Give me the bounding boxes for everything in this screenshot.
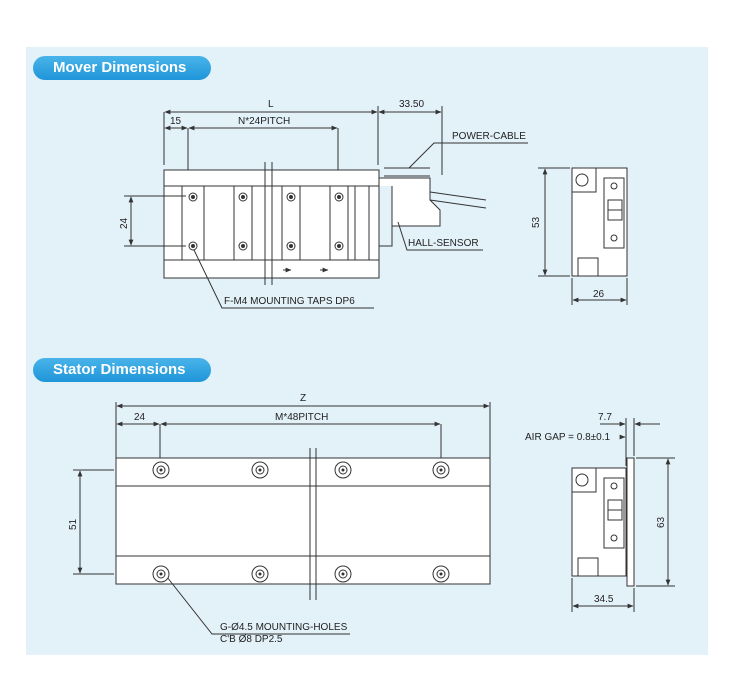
stator-mounting-holes <box>152 461 450 583</box>
label-power-cable: POWER-CABLE <box>452 131 526 142</box>
mover-side-dim-width: 26 <box>593 289 605 300</box>
label-hall-sensor: HALL-SENSOR <box>408 238 479 249</box>
stator-front-view <box>73 402 491 635</box>
mover-section-title: Mover Dimensions <box>33 56 211 80</box>
mover-mounting-taps <box>188 192 344 251</box>
label-mounting-holes-line1: G-Ø4.5 MOUNTING-HOLES <box>220 622 348 633</box>
stator-dim-height: 51 <box>68 518 79 530</box>
stator-dim-pitch: M*48PITCH <box>275 412 328 423</box>
stator-section-title: Stator Dimensions <box>33 358 211 382</box>
stator-side-dim-height: 63 <box>656 516 667 528</box>
stator-side-view <box>571 418 675 612</box>
label-mounting-taps: F-M4 MOUNTING TAPS DP6 <box>224 296 355 307</box>
mover-side-dim-height: 53 <box>531 216 542 228</box>
stator-side-dim-gap-width: 7.7 <box>598 412 612 423</box>
mover-dim-first-hole: 15 <box>170 116 182 127</box>
mover-front-view <box>124 106 528 309</box>
stator-dim-Z: Z <box>300 393 306 404</box>
stator-side-air-gap: AIR GAP = 0.8±0.1 <box>525 432 611 443</box>
label-mounting-holes-line2: C'B Ø8 DP2.5 <box>220 634 283 645</box>
mover-dim-pitch: N*24PITCH <box>238 116 290 127</box>
mover-dim-cable-length: 33.50 <box>399 99 424 110</box>
stator-dim-first-hole: 24 <box>134 412 146 423</box>
mover-dim-height: 24 <box>119 217 130 229</box>
stator-side-dim-width: 34.5 <box>594 594 614 605</box>
mover-dim-L: L <box>268 99 274 110</box>
mover-side-view <box>538 167 628 305</box>
